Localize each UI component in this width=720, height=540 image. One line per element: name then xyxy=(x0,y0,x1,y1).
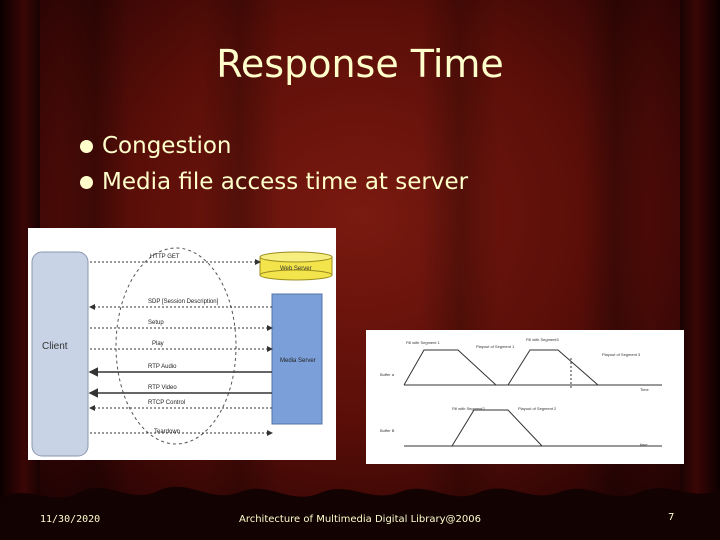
msg-sdp: SDP [Session Description] xyxy=(148,299,219,305)
client-label: Client xyxy=(42,341,68,352)
msg-teardown: Teardown xyxy=(154,429,180,435)
web-server-cylinder xyxy=(259,251,333,281)
client-box xyxy=(31,251,89,457)
media-server-label: Media Server xyxy=(280,358,316,364)
footer-text: Architecture of Multimedia Digital Libra… xyxy=(238,514,481,525)
media-server-box xyxy=(271,293,323,425)
bullet-dot-icon xyxy=(80,139,93,153)
bullet-text: Media file access time at server xyxy=(102,169,469,195)
msg-rtp-audio: RTP Audio xyxy=(148,364,177,370)
curtain-fold xyxy=(680,0,720,540)
msg-rtp-video: RTP Video xyxy=(148,385,177,391)
bullet-text: Congestion xyxy=(102,133,232,159)
label-buffer-a: Buffer a xyxy=(380,372,395,377)
session-oval xyxy=(115,247,237,445)
label-fill-segment3: Fill with Segment3 xyxy=(526,337,559,342)
label-playout-segment1: Playout of Segment 1 xyxy=(476,344,515,349)
streaming-protocol-diagram: Client Web Server Media Server HTTP GET … xyxy=(28,228,336,460)
bullet-list: Congestion Media file access time at ser… xyxy=(80,128,468,200)
msg-play: Play xyxy=(152,341,164,347)
label-playout-segment2: Playout of Segment 2 xyxy=(518,406,557,411)
bullet-item: Congestion xyxy=(80,128,468,164)
buffer-b-curve xyxy=(404,409,543,447)
bullet-dot-icon xyxy=(80,175,93,189)
page-number: 7 xyxy=(668,512,675,523)
footer-date: 11/30/2020 xyxy=(40,514,101,525)
label-playout-segment3: Playout of Segment 3 xyxy=(602,352,641,357)
label-fill-segment1: Fill with Segment 1 xyxy=(406,340,441,345)
buffer-a-curve xyxy=(403,349,599,386)
label-fill-segment2: Fill with Segment2 xyxy=(452,406,485,411)
label-time-bottom: time xyxy=(640,442,648,447)
slide-title: Response Time xyxy=(216,42,504,86)
msg-rtcp-control: RTCP Control xyxy=(148,400,185,406)
bullet-item: Media file access time at server xyxy=(80,164,468,200)
msg-setup: Setup xyxy=(148,320,164,326)
msg-http-get: HTTP GET xyxy=(150,254,180,260)
label-buffer-b: Buffer B xyxy=(380,428,395,433)
buffer-timing-diagram: Fill with Segment 1 Playout of Segment 1… xyxy=(366,330,684,464)
web-server-label: Web Server xyxy=(280,266,312,272)
label-time-top: Time xyxy=(640,387,650,392)
curtain-valance xyxy=(0,486,720,540)
